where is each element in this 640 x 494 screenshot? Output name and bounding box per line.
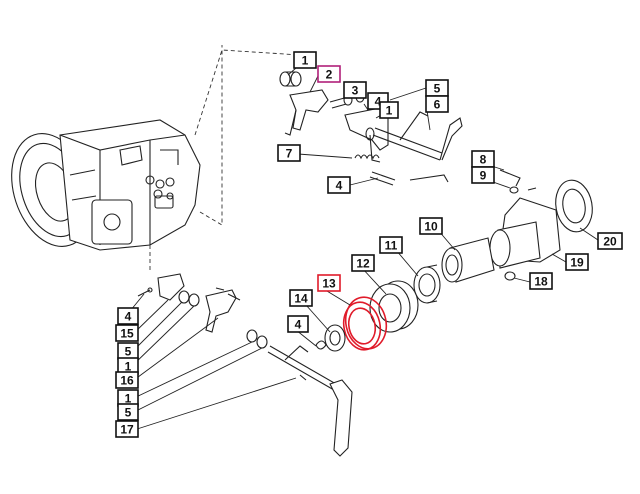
svg-text:1: 1 [125,360,132,374]
bearing-sleeve-group [315,169,593,352]
svg-text:20: 20 [603,235,617,249]
svg-text:17: 17 [120,423,134,437]
callout-10[interactable]: 10 [419,217,443,235]
callout-1[interactable]: 1 [379,101,399,119]
callout-labels: 1 2 3 4 1 5 6 7 4 8 9 10 11 12 13 1 [115,51,623,438]
svg-text:13: 13 [322,277,336,291]
svg-text:18: 18 [534,275,548,289]
callout-17[interactable]: 17 [115,420,139,438]
callout-14[interactable]: 14 [289,289,313,307]
svg-text:15: 15 [120,327,134,341]
svg-text:10: 10 [424,220,438,234]
svg-text:11: 11 [385,239,398,253]
lower-selector-group [137,273,353,457]
gearbox-housing [11,119,201,251]
callout-18[interactable]: 18 [529,272,553,290]
callout-4[interactable]: 4 [327,176,351,194]
callout-4[interactable]: 4 [117,307,139,325]
svg-text:2: 2 [326,68,333,82]
callout-2[interactable]: 2 [317,65,341,83]
svg-text:8: 8 [480,153,487,167]
svg-text:14: 14 [294,292,308,306]
callout-9[interactable]: 9 [471,166,495,184]
callout-5[interactable]: 5 [425,79,449,97]
svg-text:12: 12 [356,257,370,271]
svg-text:7: 7 [286,147,293,161]
callout-7[interactable]: 7 [277,144,301,162]
callout-5[interactable]: 5 [117,403,139,421]
callout-3[interactable]: 3 [343,81,367,99]
callout-16[interactable]: 16 [115,371,139,389]
callout-11[interactable]: 11 [379,236,403,254]
svg-text:5: 5 [434,82,441,96]
callout-8[interactable]: 8 [471,150,495,168]
svg-text:16: 16 [120,374,134,388]
svg-text:9: 9 [480,169,487,183]
callout-20[interactable]: 20 [597,232,623,250]
svg-text:6: 6 [434,98,441,112]
callout-6[interactable]: 6 [425,95,449,113]
svg-text:5: 5 [125,406,132,420]
callout-5[interactable]: 5 [117,342,139,360]
svg-text:4: 4 [375,95,382,109]
assembly-dashed-lines [149,45,301,270]
svg-text:3: 3 [352,84,359,98]
svg-text:1: 1 [302,54,309,68]
svg-text:4: 4 [125,310,132,324]
svg-text:1: 1 [125,392,132,406]
callout-12[interactable]: 12 [351,254,375,272]
callout-13[interactable]: 13 [317,274,341,292]
svg-text:4: 4 [336,179,343,193]
svg-text:4: 4 [295,318,302,332]
svg-text:19: 19 [570,256,584,270]
callout-4[interactable]: 4 [287,315,309,333]
callout-1[interactable]: 1 [293,51,317,69]
svg-text:5: 5 [125,345,132,359]
svg-text:1: 1 [386,104,393,118]
callout-19[interactable]: 19 [565,253,589,271]
callout-15[interactable]: 15 [115,324,139,342]
